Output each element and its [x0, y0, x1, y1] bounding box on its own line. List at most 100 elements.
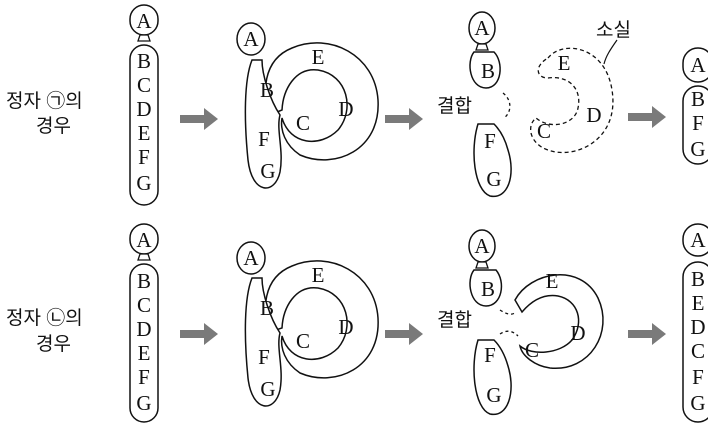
initial-chromosome-1: A B C D E F G: [129, 4, 159, 206]
gene-label: E: [312, 263, 325, 287]
gene-label: B: [137, 269, 151, 293]
gene-label: D: [690, 315, 705, 339]
gene-label: D: [136, 97, 151, 121]
gene-label: F: [484, 129, 496, 153]
loss-label: 소실: [596, 19, 631, 41]
chromosome-arm-short: [682, 47, 708, 83]
gene-label: A: [690, 228, 706, 252]
gene-label: G: [136, 391, 151, 415]
gene-label: F: [138, 145, 150, 169]
gene-label: C: [296, 329, 310, 353]
arrow-right-icon: [180, 108, 218, 130]
gene-label: D: [338, 315, 353, 339]
case-label-1-line1: 정자 ㉠의: [6, 90, 83, 112]
gene-label: G: [486, 383, 501, 407]
gene-label: E: [546, 269, 559, 293]
gene-label: B: [481, 277, 495, 301]
chromosome-stem: [244, 277, 282, 407]
gene-label: F: [692, 111, 704, 135]
gene-label: E: [312, 45, 325, 69]
gene-label: G: [136, 171, 151, 195]
final-chromosome-2: A B E D C F G: [682, 223, 708, 423]
gene-label: D: [136, 317, 151, 341]
gene-label: G: [690, 391, 705, 415]
case-label-2: 정자 ㉡의: [6, 307, 83, 329]
gene-label: D: [338, 97, 353, 121]
gene-label: B: [691, 267, 705, 291]
row-case-2: 정자 ㉡의 경우 A B C D E F G A E D C B F G: [6, 223, 708, 423]
chromosome-arm-short: [236, 22, 266, 56]
join-bracket: [502, 92, 511, 119]
chromosome-fragment-fg: [473, 339, 512, 416]
arrow-right-icon: [628, 323, 666, 345]
excision-chromosome-1: A B F G 결합 E D C 소실: [437, 11, 631, 198]
gene-label: C: [137, 293, 151, 317]
lost-loop-dashed: [530, 47, 614, 154]
chromosome-fragment-b: [469, 269, 503, 307]
gene-label: A: [474, 234, 490, 258]
join-mark: [499, 330, 519, 337]
gene-label: C: [537, 119, 551, 143]
gene-label: F: [692, 365, 704, 389]
gene-label: A: [690, 53, 706, 77]
gene-label: B: [481, 59, 495, 83]
centromere: [137, 34, 151, 42]
gene-label: F: [258, 345, 270, 369]
gene-label: G: [260, 159, 275, 183]
chromosome-stem: [244, 59, 282, 189]
gene-label: E: [138, 121, 151, 145]
gene-label: C: [296, 111, 310, 135]
arrow-right-icon: [180, 323, 218, 345]
case-label-1-line2: 경우: [36, 115, 71, 137]
gene-label: A: [136, 228, 152, 252]
gene-label: B: [137, 49, 151, 73]
gene-label: G: [690, 137, 705, 161]
join-label: 결합: [437, 309, 472, 331]
case-label-1: 정자 ㉠의: [6, 90, 83, 112]
gene-label: G: [486, 167, 501, 191]
gene-label: B: [260, 78, 274, 102]
gene-label: C: [691, 339, 705, 363]
join-mark: [499, 309, 517, 315]
arrow-right-icon: [385, 323, 423, 345]
gene-label: F: [138, 365, 150, 389]
chromosome-arm-long: [129, 44, 159, 206]
gene-label: A: [136, 9, 152, 33]
gene-label: E: [138, 341, 151, 365]
chromosome-fragment-fg: [473, 123, 512, 198]
gene-label: D: [586, 103, 601, 127]
chromosome-loop: [264, 260, 379, 379]
loop-chromosome-2: A E D C B F G: [236, 241, 379, 407]
join-label: 결합: [437, 95, 472, 117]
chromosome-arm-short: [236, 241, 266, 275]
chromosome-arm-long: [682, 85, 708, 165]
chromosome-fragment-b: [469, 51, 501, 89]
gene-label: B: [691, 87, 705, 111]
loop-chromosome-1: A E D C B F G: [236, 22, 379, 189]
chromosome-arm-long: [129, 263, 159, 423]
chromosome-loop-inverted: [514, 274, 604, 369]
gene-label: E: [558, 51, 571, 75]
arrow-right-icon: [628, 106, 666, 128]
gene-label: F: [484, 343, 496, 367]
chromosome-loop: [264, 42, 379, 161]
arrow-right-icon: [385, 108, 423, 130]
case-label-2-line2: 경우: [36, 333, 71, 355]
gene-label: B: [260, 296, 274, 320]
final-chromosome-1: A B F G: [682, 47, 708, 165]
gene-label: C: [137, 73, 151, 97]
centromere: [137, 253, 151, 261]
gene-label: G: [260, 377, 275, 401]
chromosome-arm-long: [682, 261, 708, 423]
gene-label: A: [243, 246, 259, 270]
gene-label: C: [525, 338, 539, 362]
loss-pointer: [603, 39, 618, 65]
gene-label: A: [474, 16, 490, 40]
gene-label: E: [692, 291, 705, 315]
chromosome-arm-short: [682, 223, 708, 257]
rejoin-chromosome-2: A B F G 결합 E D C: [437, 229, 604, 416]
gene-label: F: [258, 127, 270, 151]
row-case-1: 정자 ㉠의 경우 A B C D E F G A E D C B: [6, 4, 708, 206]
gene-label: A: [243, 27, 259, 51]
